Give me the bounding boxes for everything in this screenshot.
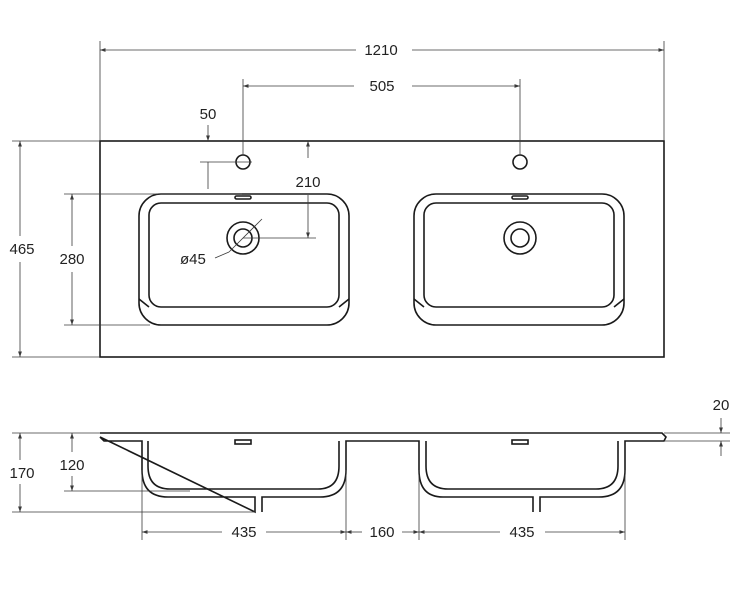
dim-label-left-bowl-width: 435 — [231, 524, 256, 541]
dim-label-tap-spacing: 505 — [369, 78, 394, 95]
dim-overall-depth: 465 — [9, 140, 100, 358]
right-bowl-top — [413, 154, 625, 326]
dim-tap-offset: 50 — [200, 106, 252, 189]
dim-rim-thickness: 20 — [664, 397, 730, 456]
side-view: 20 170 120 435 — [9, 397, 730, 541]
dim-label-bowl-depth: 280 — [59, 251, 84, 268]
left-bowl-inner-profile — [147, 441, 340, 490]
dim-bowl-depth: 280 — [59, 193, 242, 326]
right-bowl-outer — [413, 193, 625, 326]
dim-overall-width: 1210 — [99, 41, 665, 141]
right-drain-outer — [503, 221, 537, 255]
dim-label-overall-height: 170 — [9, 465, 34, 482]
dim-drain-diameter: ø45 — [180, 218, 263, 268]
left-overflow-slot — [234, 195, 252, 200]
dim-right-bowl-width: 435 — [419, 524, 625, 541]
dim-label-overall-width: 1210 — [364, 42, 397, 59]
dim-label-rim-thickness: 20 — [713, 397, 730, 414]
left-bowl-inner — [148, 202, 340, 308]
right-bowl-inner-profile — [425, 441, 619, 490]
dim-label-right-bowl-width: 435 — [509, 524, 534, 541]
dim-label-overall-depth: 465 — [9, 241, 34, 258]
dim-label-drain-offset: 210 — [295, 174, 320, 191]
dim-tap-spacing: 505 — [242, 78, 521, 155]
right-tap-hole — [512, 154, 528, 170]
side-profile-outline — [99, 432, 667, 514]
left-overflow-side — [234, 439, 252, 445]
dim-overall-height: 170 — [9, 432, 255, 513]
right-drain-inner — [510, 228, 530, 248]
countertop-outline — [99, 140, 665, 358]
dim-bowl-height: 120 — [59, 433, 190, 492]
dim-label-tap-offset: 50 — [200, 106, 217, 123]
dim-label-drain-diameter: ø45 — [180, 251, 206, 268]
right-overflow-side — [511, 439, 529, 445]
top-view: 1210 505 50 210 ø45 — [9, 41, 665, 358]
dim-label-bowl-gap: 160 — [369, 524, 394, 541]
dim-bowl-gap: 160 — [346, 524, 419, 541]
right-overflow-slot — [511, 195, 529, 200]
dim-label-bowl-height: 120 — [59, 457, 84, 474]
left-bowl-outer — [138, 193, 350, 326]
dim-left-bowl-width: 435 — [142, 524, 346, 541]
right-bowl-inner — [423, 202, 615, 308]
left-bowl-top — [138, 154, 350, 326]
dim-drain-offset: 210 — [243, 141, 321, 239]
